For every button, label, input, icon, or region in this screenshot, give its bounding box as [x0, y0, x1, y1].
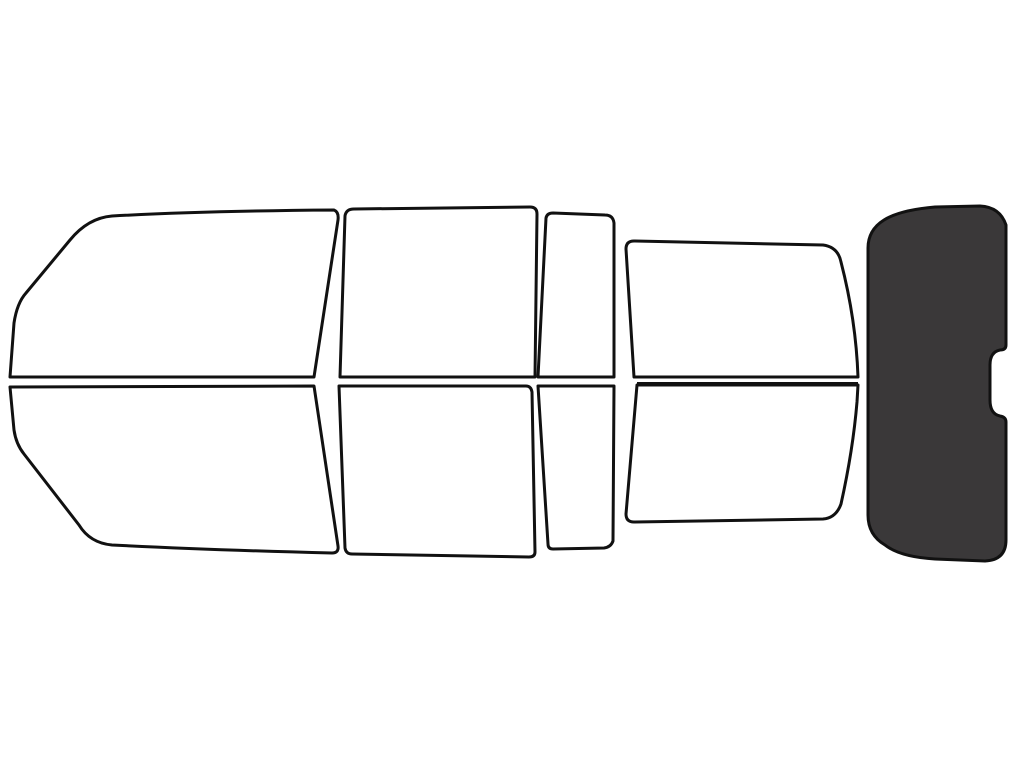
pane-rear-door-top[interactable]	[536, 211, 616, 379]
pane-quarter-window-bottom[interactable]	[624, 383, 860, 524]
pane-rear-window-tinted[interactable]	[866, 204, 1008, 563]
pane-quarter-window-top[interactable]	[624, 239, 860, 379]
pane-rear-door-bottom[interactable]	[536, 384, 616, 551]
pane-front-door-bottom[interactable]	[337, 384, 537, 559]
pane-windshield-top[interactable]	[8, 208, 340, 379]
pane-front-door-top[interactable]	[338, 205, 539, 379]
pane-windshield-bottom[interactable]	[8, 384, 340, 555]
